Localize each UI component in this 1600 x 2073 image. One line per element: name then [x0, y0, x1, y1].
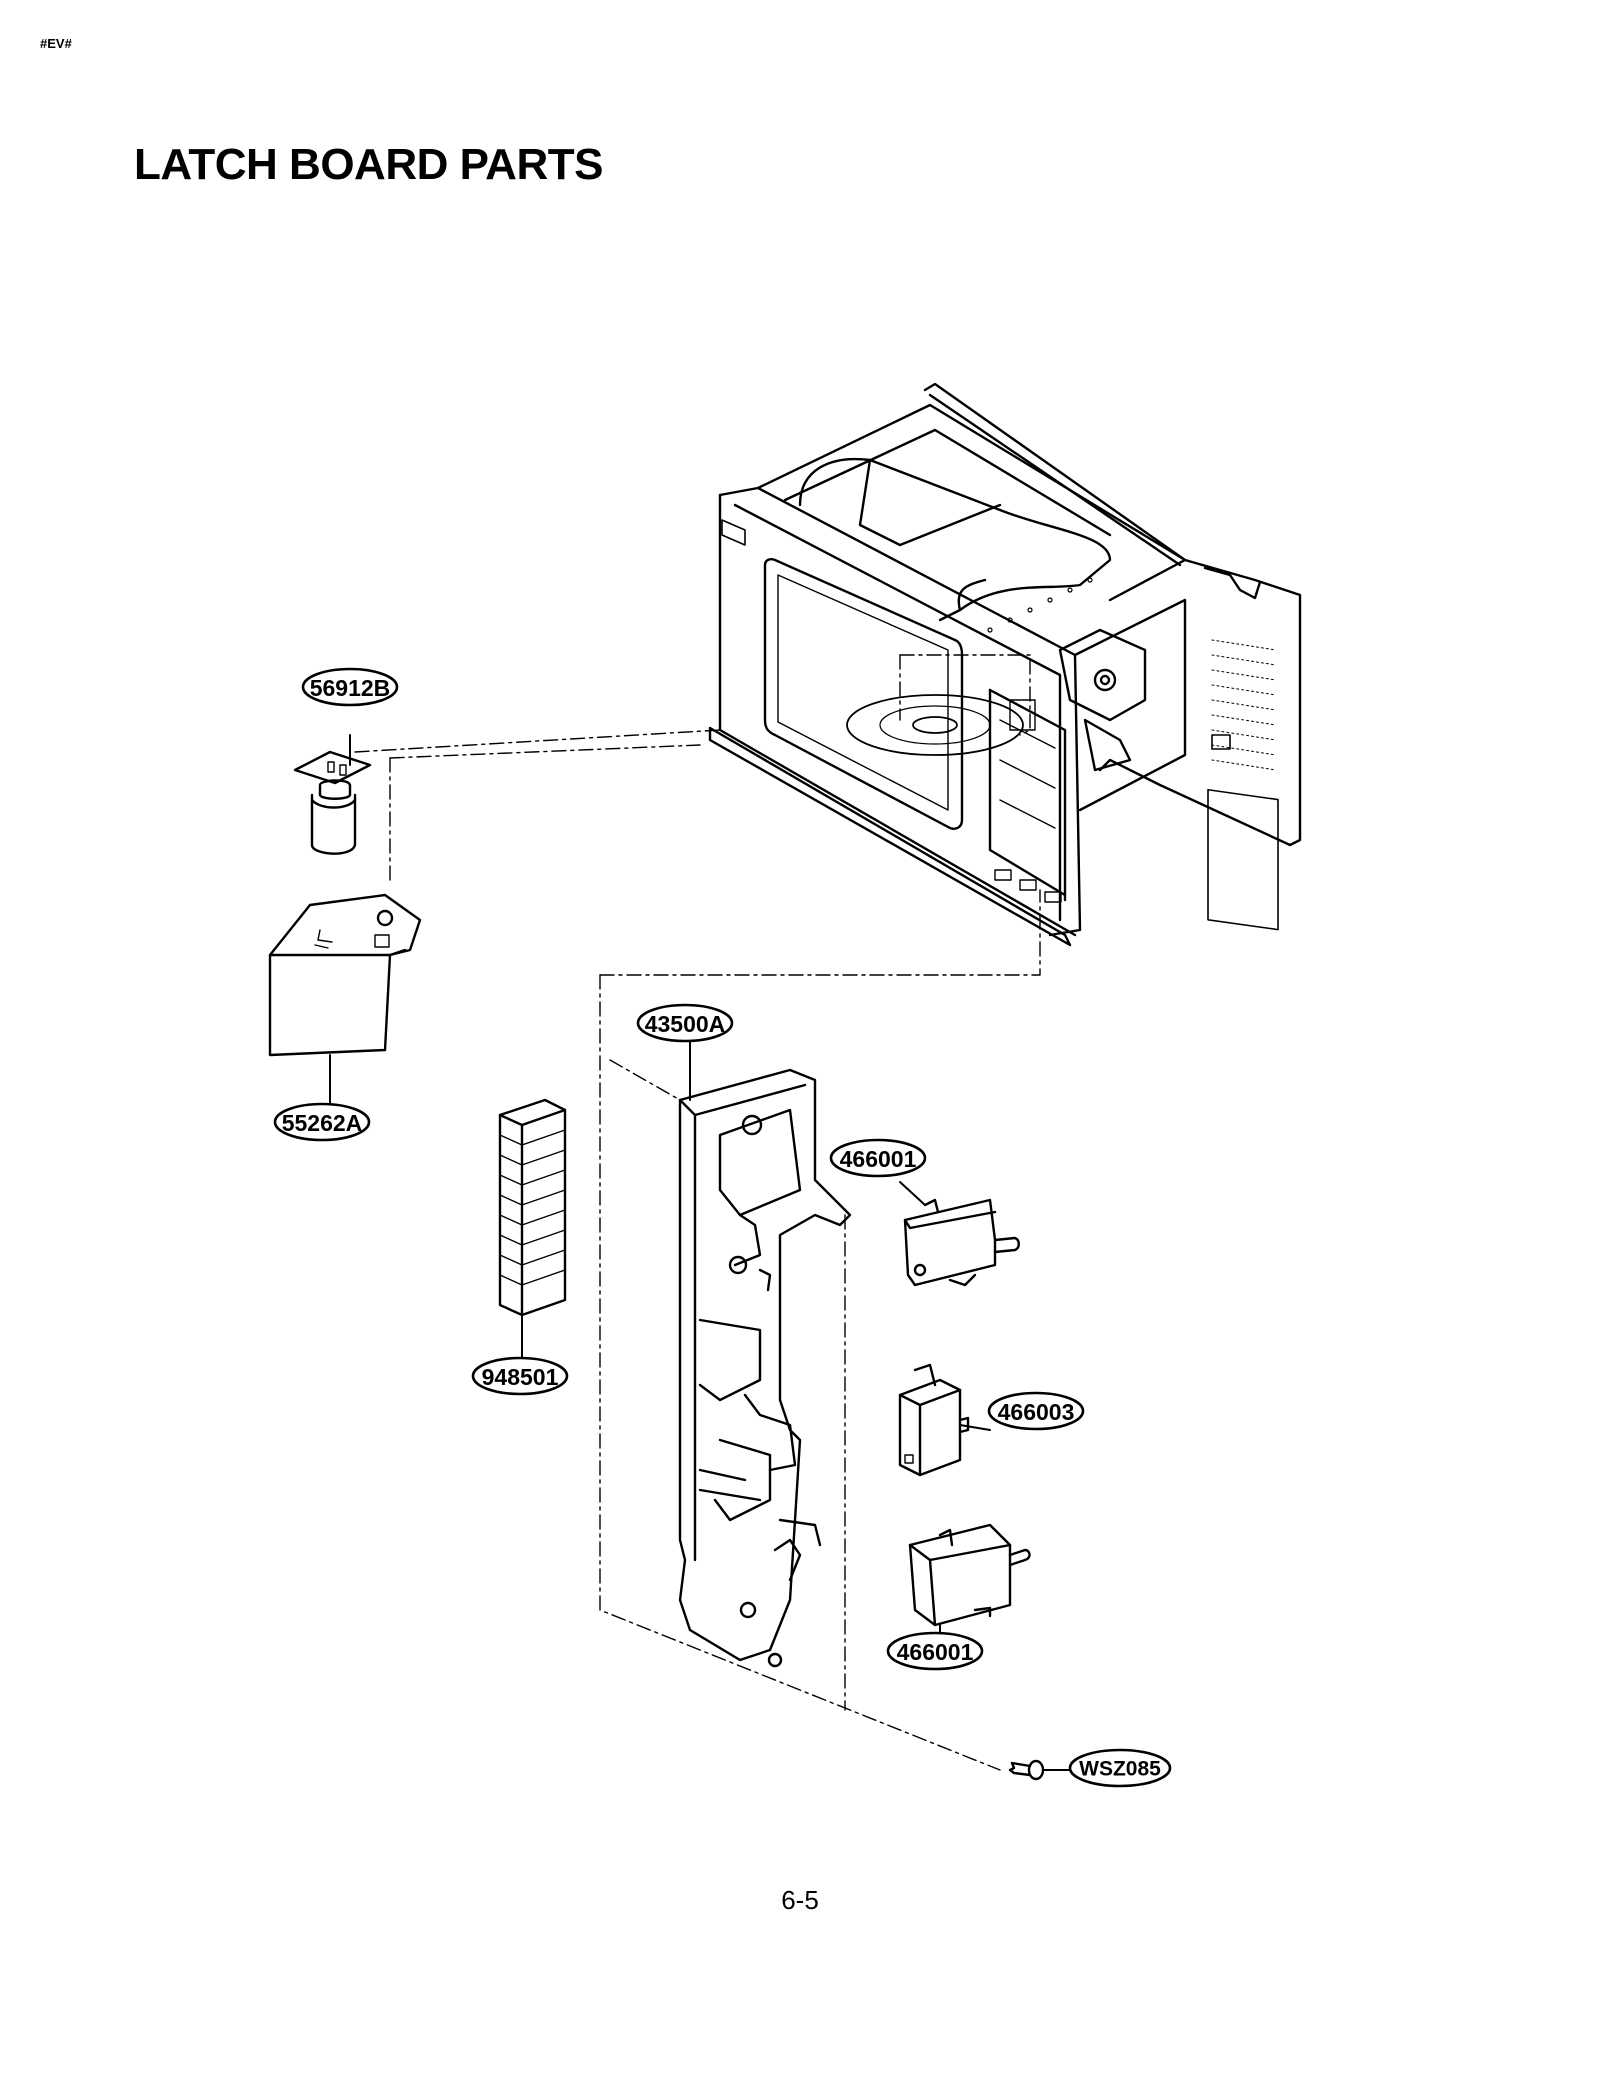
label-56912B: 56912B	[310, 675, 391, 701]
label-43500A: 43500A	[645, 1011, 726, 1037]
label-oval-56912B	[301, 667, 399, 707]
label-oval-55262A	[273, 1102, 371, 1142]
microswitch-middle-part	[898, 1363, 991, 1477]
lamp-socket-part	[293, 734, 372, 855]
insulation-block-part	[498, 1098, 567, 1366]
latch-bracket-part	[268, 893, 422, 1111]
label-oval-43500A	[636, 1003, 734, 1043]
label-oval-466001-top	[829, 1138, 927, 1178]
label-466001-bottom: 466001	[897, 1639, 974, 1665]
label-466003: 466003	[998, 1399, 1075, 1425]
microswitch-top-part	[899, 1181, 1020, 1287]
label-oval-WSZ085	[1068, 1748, 1172, 1788]
label-55262A: 55262A	[282, 1110, 363, 1136]
label-948501: 948501	[482, 1364, 559, 1390]
document-code: #EV#	[40, 36, 72, 51]
page-title: LATCH BOARD PARTS	[134, 140, 603, 189]
label-oval-466003	[987, 1391, 1085, 1431]
label-WSZ085: WSZ085	[1079, 1758, 1161, 1781]
screw-part	[1008, 1759, 1076, 1781]
label-oval-466001-bottom	[886, 1631, 984, 1671]
oven-cavity-assembly	[708, 382, 1302, 947]
page-number: 6-5	[781, 1885, 819, 1915]
label-466001-top: 466001	[840, 1146, 917, 1172]
latch-board-part	[678, 1034, 852, 1668]
assembly-guide-lines	[354, 654, 1041, 1771]
label-oval-948501	[471, 1356, 569, 1396]
microswitch-bottom-part	[908, 1523, 1031, 1656]
